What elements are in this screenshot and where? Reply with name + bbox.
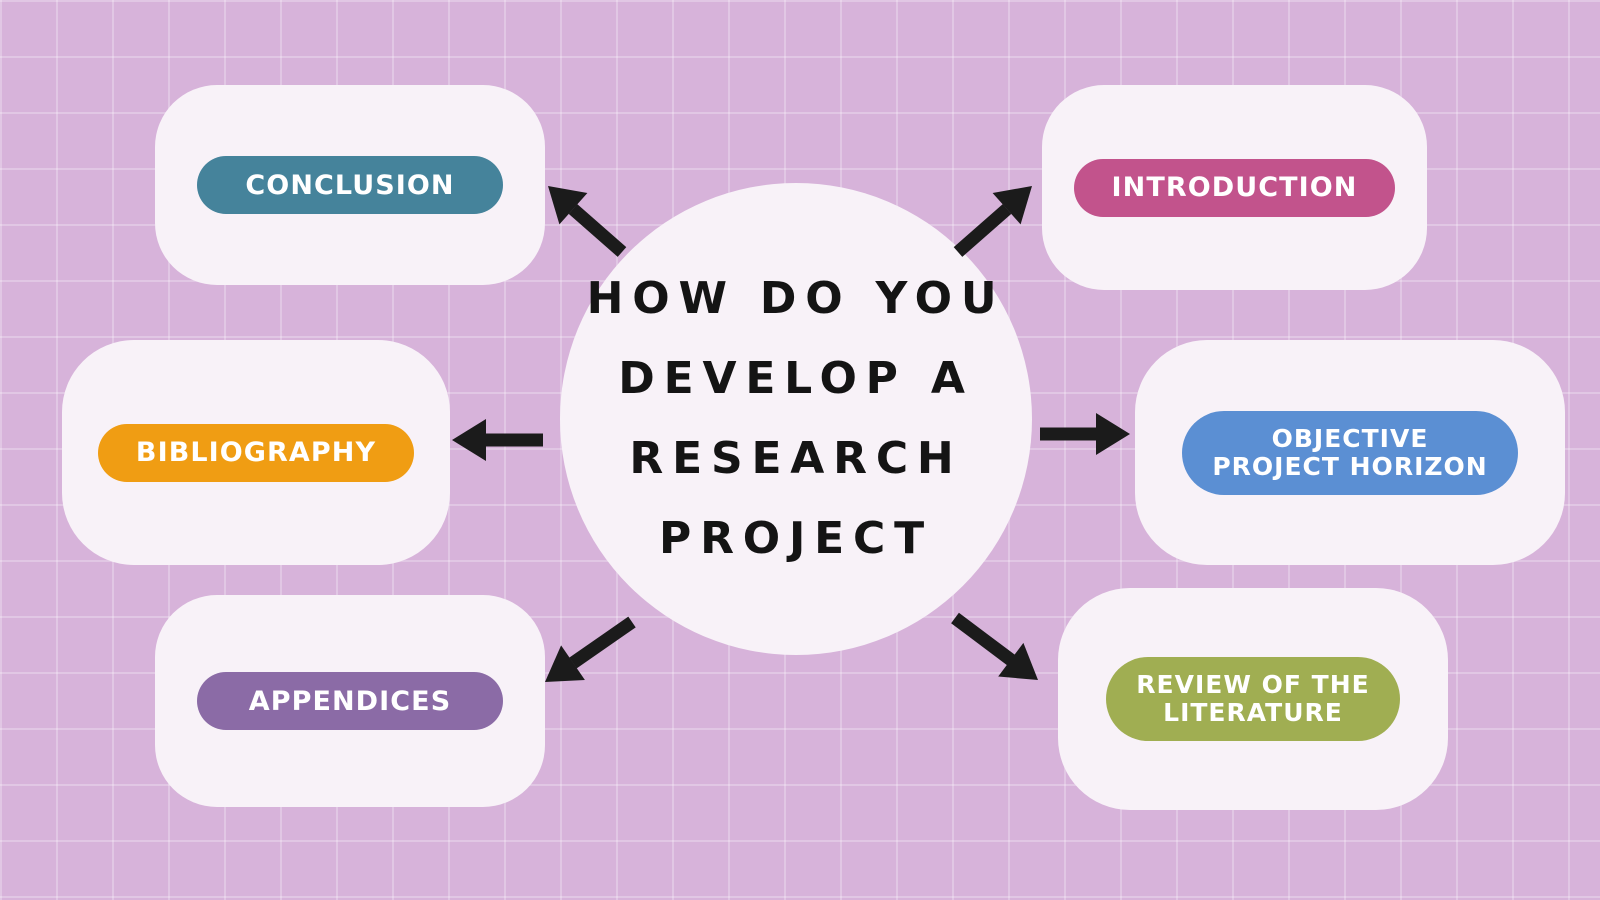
- node-card-bibliography: BIBLIOGRAPHY: [62, 340, 450, 565]
- node-pill-appendices: APPENDICES: [197, 672, 503, 730]
- arrow-to-bibliography-icon: [452, 419, 543, 461]
- arrow-to-appendices-icon: [545, 616, 636, 682]
- node-label-line: LITERATURE: [1163, 698, 1343, 727]
- center-title-line: PROJECT: [659, 513, 933, 564]
- node-label-bibliography: BIBLIOGRAPHY: [135, 437, 377, 468]
- node-label-line: OBJECTIVE: [1271, 423, 1429, 453]
- node-card-conclusion: CONCLUSION: [155, 85, 545, 285]
- arrow-to-conclusion-icon: [548, 186, 627, 257]
- center-topic-title: HOW DO YOU DEVELOP A RESEARCH PROJECT: [587, 259, 1006, 579]
- center-topic-circle: HOW DO YOU DEVELOP A RESEARCH PROJECT: [560, 183, 1032, 655]
- center-title-line: DEVELOP A: [618, 353, 974, 404]
- center-title-line: RESEARCH: [629, 433, 963, 484]
- node-label-appendices: APPENDICES: [248, 685, 452, 717]
- node-pill-objective-project-horizon: OBJECTIVE PROJECT HORIZON: [1182, 410, 1518, 495]
- node-pill-introduction: INTRODUCTION: [1073, 158, 1396, 217]
- node-label-line: REVIEW OF THE: [1136, 670, 1370, 699]
- node-card-objective-project-horizon: OBJECTIVE PROJECT HORIZON: [1135, 340, 1565, 565]
- node-label-introduction: INTRODUCTION: [1111, 172, 1358, 203]
- node-label-conclusion: CONCLUSION: [245, 169, 455, 201]
- node-card-appendices: APPENDICES: [155, 595, 545, 807]
- center-title-line: HOW DO YOU: [586, 273, 1006, 324]
- node-pill-conclusion: CONCLUSION: [197, 156, 503, 214]
- arrow-to-objective-icon: [1040, 413, 1130, 455]
- arrow-to-introduction-icon: [953, 186, 1032, 257]
- node-label-line: PROJECT HORIZON: [1212, 451, 1488, 481]
- arrow-to-review-icon: [951, 612, 1038, 680]
- node-card-review-of-literature: REVIEW OF THE LITERATURE: [1058, 588, 1448, 810]
- node-pill-review-of-literature: REVIEW OF THE LITERATURE: [1106, 657, 1400, 741]
- node-pill-bibliography: BIBLIOGRAPHY: [97, 423, 415, 482]
- node-card-introduction: INTRODUCTION: [1042, 85, 1427, 290]
